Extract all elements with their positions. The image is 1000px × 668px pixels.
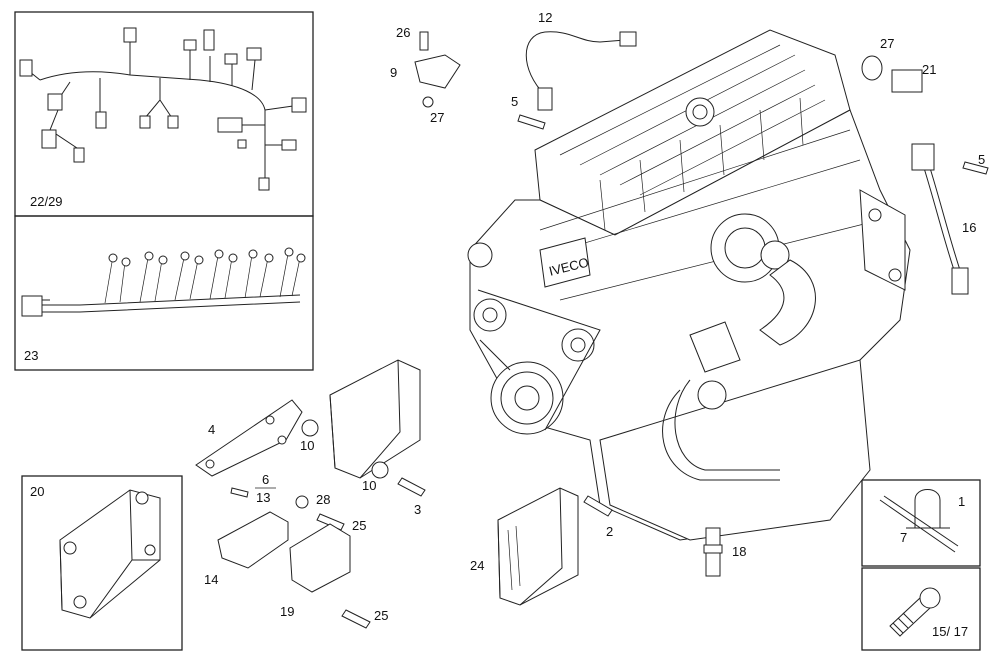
callout-25b: 25 bbox=[374, 608, 388, 623]
callout-15-17: 15/ 17 bbox=[932, 624, 968, 639]
callout-19: 19 bbox=[280, 604, 294, 619]
bolts bbox=[230, 114, 989, 629]
bracket-housing-10 bbox=[301, 359, 421, 479]
callout-12: 12 bbox=[538, 10, 552, 25]
callout-10a: 10 bbox=[300, 438, 314, 453]
callout-28: 28 bbox=[316, 492, 330, 507]
callout-16: 16 bbox=[962, 220, 976, 235]
bracket-4 bbox=[195, 399, 303, 477]
callout-18: 18 bbox=[732, 544, 746, 559]
sensor-18 bbox=[703, 527, 723, 577]
callout-20: 20 bbox=[30, 484, 44, 499]
callout-5b: 5 bbox=[978, 152, 985, 167]
sensor-12 bbox=[525, 31, 637, 111]
callout-7: 7 bbox=[900, 530, 907, 545]
engine-assembly: IVECO bbox=[467, 29, 911, 541]
callout-24: 24 bbox=[470, 558, 484, 573]
inset-injector-harness-23 bbox=[14, 215, 314, 371]
callout-2: 2 bbox=[606, 524, 613, 539]
callout-13: 13 bbox=[256, 490, 270, 505]
callout-23: 23 bbox=[24, 348, 38, 363]
sensor-21 bbox=[861, 55, 923, 93]
sensor-16 bbox=[911, 143, 969, 295]
inset-fitting-15-17 bbox=[861, 567, 981, 651]
callout-21: 21 bbox=[922, 62, 936, 77]
callout-9: 9 bbox=[390, 65, 397, 80]
callout-labels: 12 26 9 27 5 27 21 5 16 22/29 23 4 10 10… bbox=[24, 10, 985, 639]
inset-ecu-bracket-20 bbox=[21, 475, 183, 651]
ecu-24 bbox=[497, 487, 579, 606]
callout-4: 4 bbox=[208, 422, 215, 437]
relay-14-19 bbox=[217, 495, 351, 593]
callout-3: 3 bbox=[414, 502, 421, 517]
inset-clamp-1-7 bbox=[861, 479, 981, 567]
callout-10b: 10 bbox=[362, 478, 376, 493]
callout-25a: 25 bbox=[352, 518, 366, 533]
callout-5a: 5 bbox=[511, 94, 518, 109]
inset-wiring-harness-22-29 bbox=[14, 11, 314, 217]
callout-22-29: 22/29 bbox=[30, 194, 63, 209]
callout-26: 26 bbox=[396, 25, 410, 40]
callout-14: 14 bbox=[204, 572, 218, 587]
callout-6: 6 bbox=[262, 472, 269, 487]
callout-1: 1 bbox=[958, 494, 965, 509]
sensor-9 bbox=[414, 31, 461, 108]
callout-27a: 27 bbox=[430, 110, 444, 125]
callout-27b: 27 bbox=[880, 36, 894, 51]
